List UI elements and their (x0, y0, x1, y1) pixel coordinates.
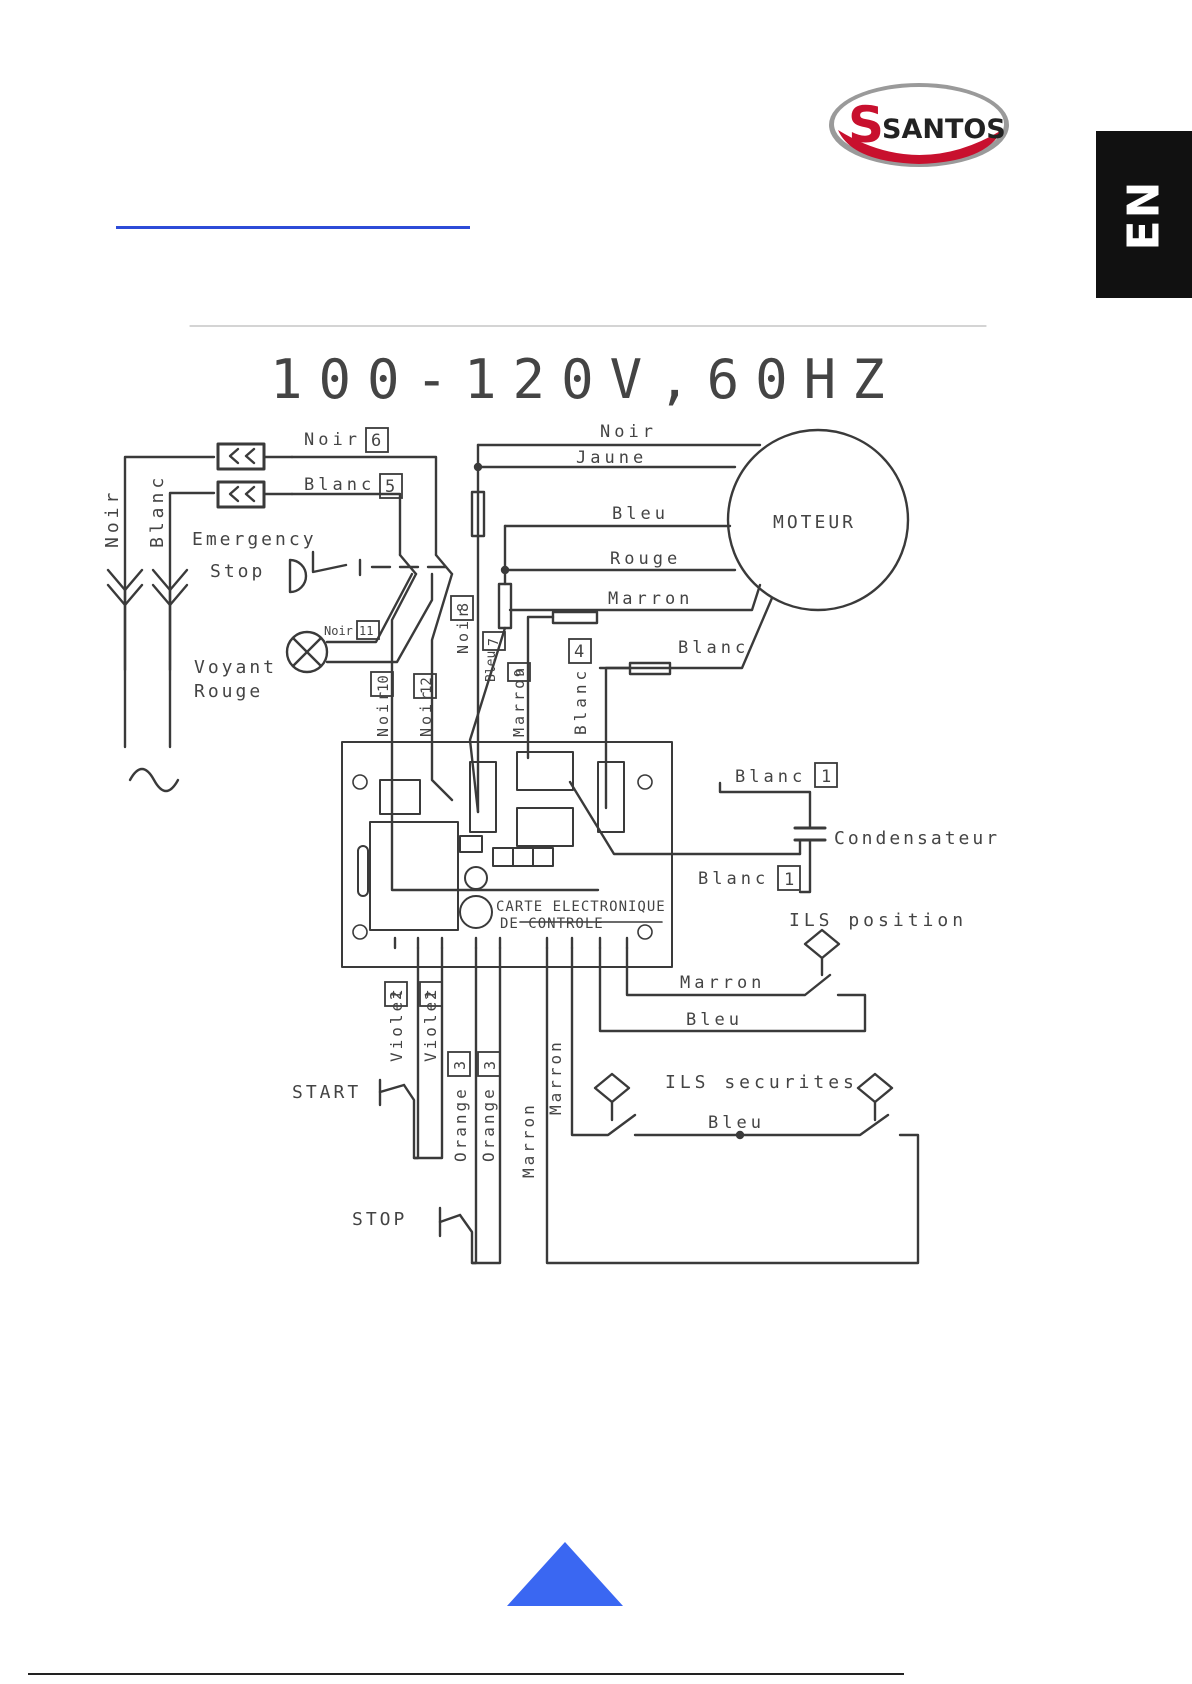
ils-safety-label: ILS securites (665, 1072, 858, 1093)
wire-noir-10-number: 10 (376, 675, 392, 692)
wire-blanc-1-top-number: 1 (821, 767, 831, 787)
capacitor-label: Condensateur (834, 828, 1000, 849)
wire-motor-blanc: Blanc (678, 638, 749, 658)
svg-text:S: S (848, 96, 884, 154)
wire-marron-9: Marron (510, 665, 528, 737)
wire-blanc-1-bottom: Blanc (698, 869, 769, 889)
wire-motor-noir: Noir (600, 422, 657, 442)
motor-label: MOTEUR (773, 512, 856, 533)
wire-bleu-7: Bleu (484, 651, 499, 682)
start-label: START (292, 1082, 361, 1103)
wire-noir-10: Noir (374, 689, 392, 737)
wire-blanc-1-bottom-number: 1 (784, 870, 794, 890)
wire-noir-8: Noir (454, 606, 472, 654)
wire-orange-b-number: 3 (481, 1061, 499, 1070)
wire-noir-6-number: 6 (371, 431, 381, 451)
lamp-label-1: Voyant (194, 657, 277, 678)
stop-label: STOP (352, 1209, 407, 1230)
wire-blanc-5-number: 5 (385, 477, 395, 497)
wire-noir-8-number: 8 (454, 603, 472, 612)
language-tab[interactable]: EN (1096, 131, 1192, 298)
wire-violet-a-number: 2 (387, 991, 405, 1000)
wire-violet-b: Violet (421, 986, 440, 1062)
wire-ils-marron: Marron (680, 973, 765, 993)
wire-blanc-1-top: Blanc (735, 767, 806, 787)
wire-noir-11: Noir (324, 624, 353, 638)
page-marker-triangle (507, 1542, 623, 1606)
wire-noir-12-number: 12 (419, 677, 435, 694)
board-label-1: CARTE ELECTRONIQUE (496, 899, 666, 915)
santos-logo: S SANTOS (826, 80, 1012, 170)
wire-violet-a: Violet (387, 986, 406, 1062)
wire-blanc-4-number: 4 (574, 642, 584, 662)
wire-blanc-4: Blanc (571, 667, 590, 735)
wire-noir-12: Noir (417, 689, 435, 737)
logo-wordmark: SANTOS (882, 114, 1006, 145)
wire-orange-a-number: 3 (451, 1061, 469, 1070)
wire-motor-jaune: Jaune (576, 448, 647, 468)
emergency-stop-label-2: Stop (210, 561, 265, 582)
wire-ils-bleu: Bleu (686, 1010, 743, 1030)
wire-marron-v1: Marron (519, 1102, 538, 1178)
wire-motor-rouge: Rouge (610, 549, 681, 569)
ils-position-label: ILS position (789, 910, 967, 931)
wire-orange-a: Orange (451, 1086, 470, 1162)
wire-noir-11-number: 11 (359, 624, 373, 638)
wire-marron-9-number: 9 (513, 669, 528, 677)
wire-safety-bleu: Bleu (708, 1113, 765, 1133)
title-underline (116, 226, 470, 229)
footer-rule (28, 1673, 904, 1675)
mains-label-noir: Noir (102, 489, 123, 548)
wire-marron-v2: Marron (546, 1039, 565, 1115)
emergency-stop-label-1: Emergency (192, 529, 317, 550)
mains-label-blanc: Blanc (147, 474, 168, 548)
wire-motor-marron: Marron (608, 589, 693, 609)
wire-violet-b-number: 2 (422, 991, 440, 1000)
wire-bleu-7-number: 7 (487, 638, 502, 646)
ac-symbol: ~ (130, 791, 131, 793)
wire-orange-b: Orange (479, 1086, 498, 1162)
supply-label: 100-120V,60HZ (270, 348, 901, 411)
wire-motor-bleu: Bleu (612, 504, 669, 524)
lamp-label-2: Rouge (194, 681, 263, 702)
wire-blanc-5: Blanc (304, 475, 375, 495)
board-label-2: DE CONTROLE (500, 916, 604, 932)
wire-noir-6: Noir (304, 430, 361, 450)
